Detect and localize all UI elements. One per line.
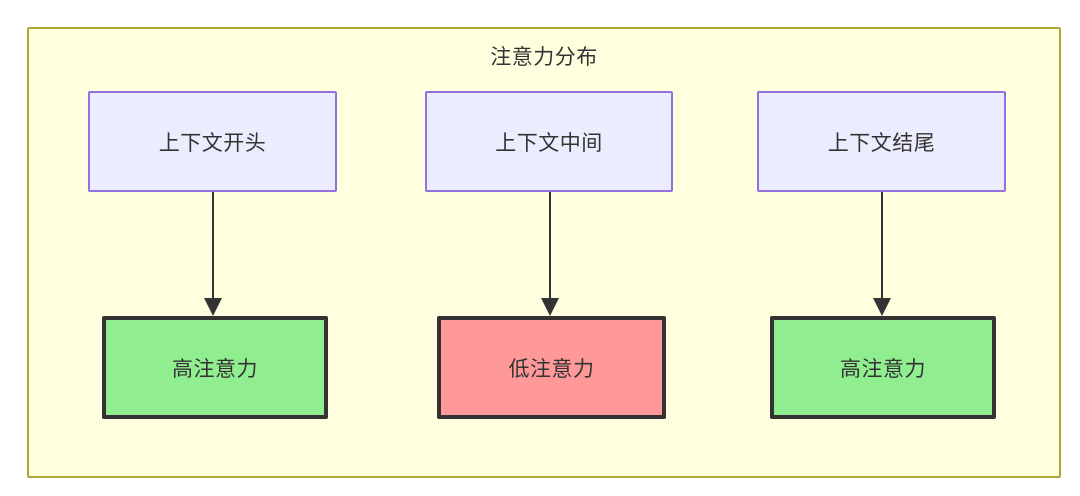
node-ctx-middle[interactable]: 上下文中间 bbox=[425, 91, 673, 192]
node-label: 高注意力 bbox=[172, 356, 258, 381]
diagram-title: 注意力分布 bbox=[490, 45, 598, 69]
node-label: 低注意力 bbox=[508, 356, 595, 381]
node-label: 上下文开头 bbox=[158, 130, 267, 155]
node-attn-low-middle[interactable]: 低注意力 bbox=[437, 316, 666, 419]
node-ctx-end[interactable]: 上下文结尾 bbox=[757, 91, 1006, 192]
node-ctx-start[interactable]: 上下文开头 bbox=[88, 91, 337, 192]
node-label: 上下文中间 bbox=[495, 130, 603, 155]
node-label: 上下文结尾 bbox=[827, 130, 936, 155]
node-attn-high-left[interactable]: 高注意力 bbox=[102, 316, 328, 419]
node-label: 高注意力 bbox=[840, 356, 926, 381]
node-attn-high-right[interactable]: 高注意力 bbox=[770, 316, 996, 419]
